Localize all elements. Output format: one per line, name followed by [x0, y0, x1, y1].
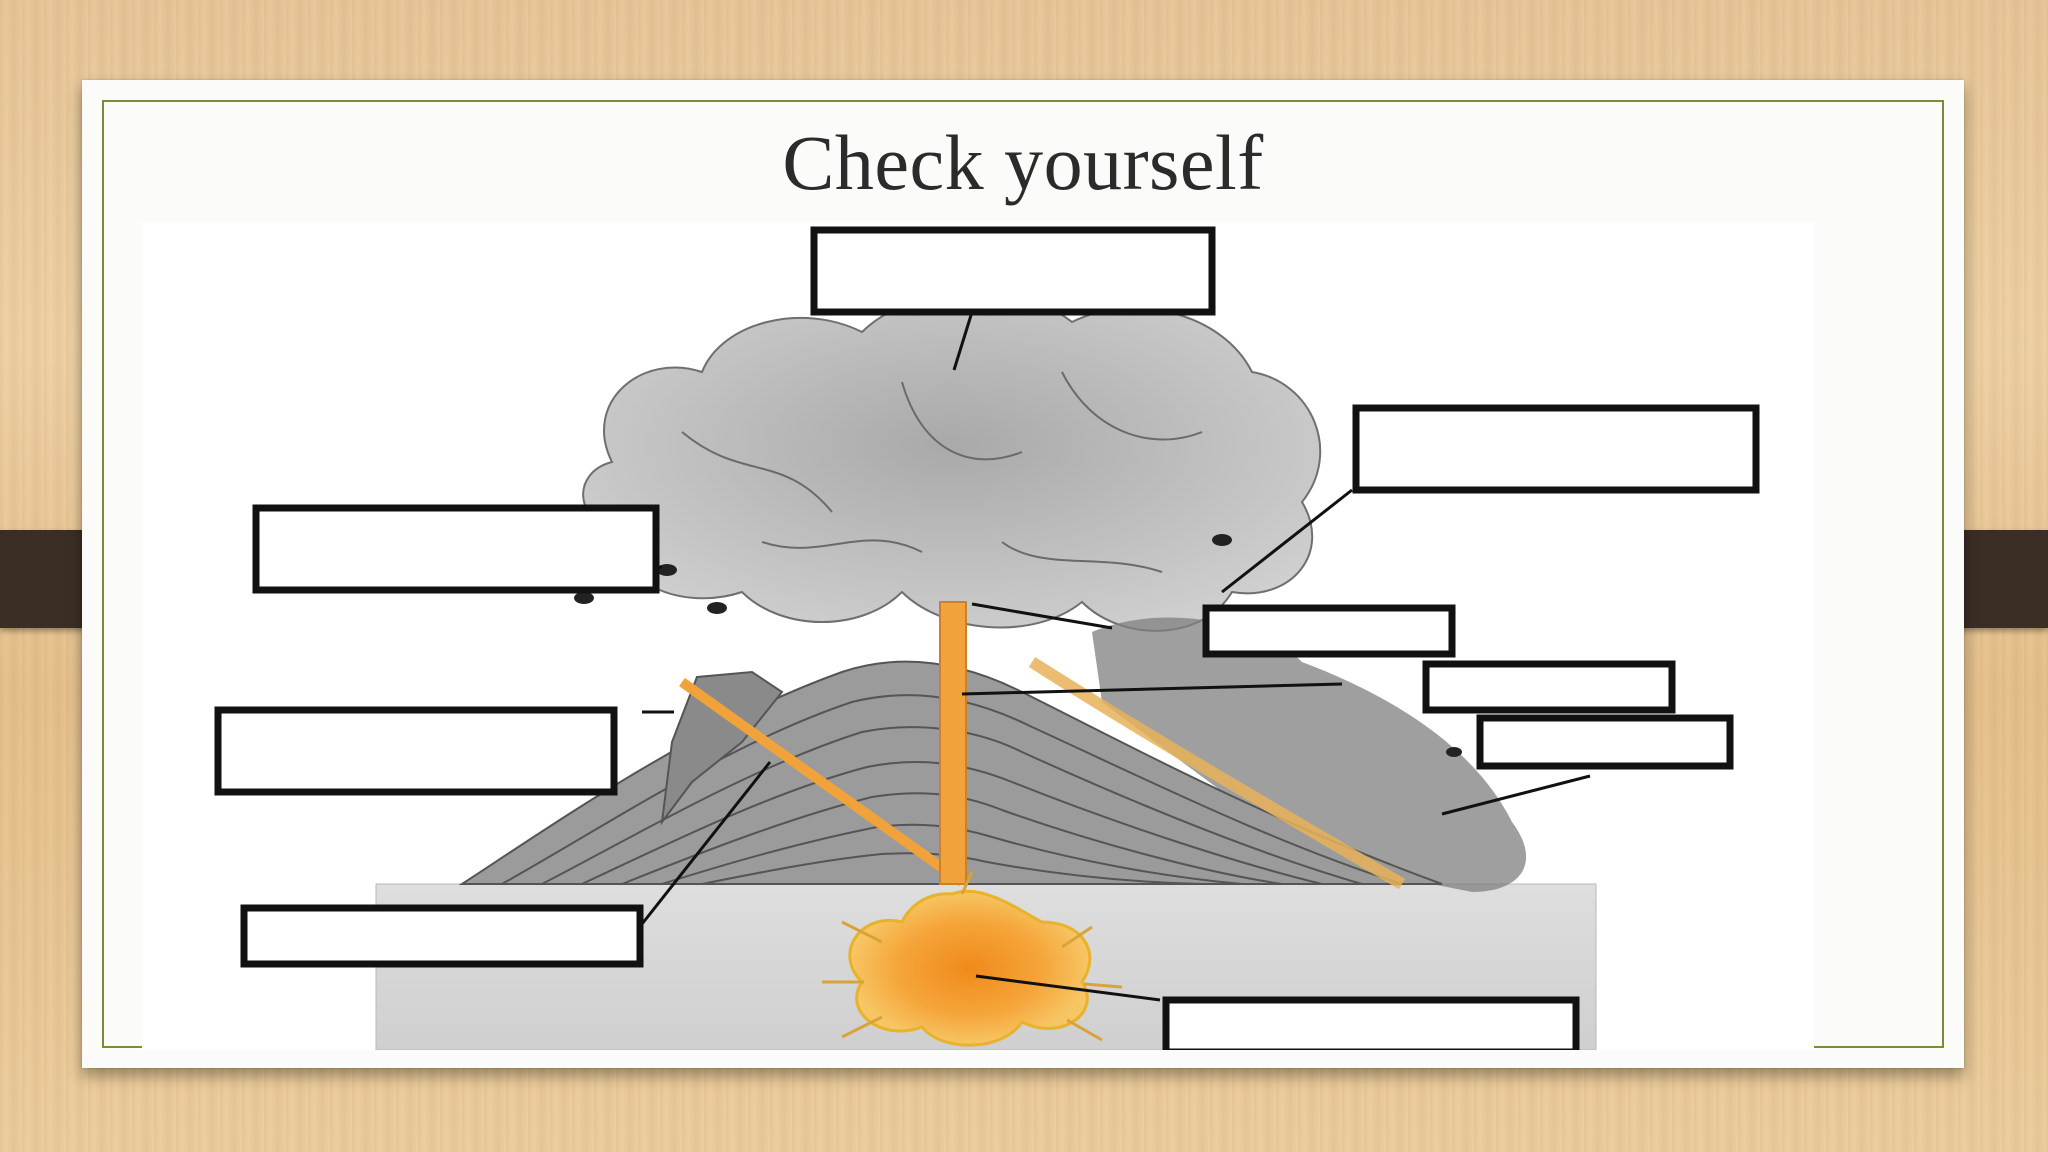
- volcano-diagram-svg: [142, 222, 1814, 1050]
- slide-title: Check yourself: [782, 119, 1264, 206]
- label-box-vent[interactable]: [1422, 660, 1676, 714]
- main-vent: [939, 601, 967, 885]
- label-box-crater[interactable]: [1202, 604, 1456, 658]
- label-box-side-cone[interactable]: [214, 706, 618, 796]
- label-box-volcanic-bombs[interactable]: [252, 504, 660, 594]
- ash-plume: [1092, 617, 1527, 892]
- label-box-lava-flow[interactable]: [1476, 714, 1734, 770]
- label-box-ash-plume[interactable]: [1352, 404, 1760, 494]
- magma-chamber: [822, 871, 1123, 1047]
- label-box-ash-cloud[interactable]: [810, 226, 1216, 316]
- volcano-diagram: [142, 222, 1814, 1050]
- ash-cloud: [582, 292, 1322, 632]
- leader-lines: [632, 311, 1591, 1002]
- side-vent: [679, 677, 965, 887]
- label-box-magma-chamber[interactable]: [1162, 996, 1580, 1050]
- label-boxes: [214, 226, 1760, 1050]
- label-box-side-vent[interactable]: [240, 904, 644, 968]
- slide: Check yourself: [82, 80, 1964, 1068]
